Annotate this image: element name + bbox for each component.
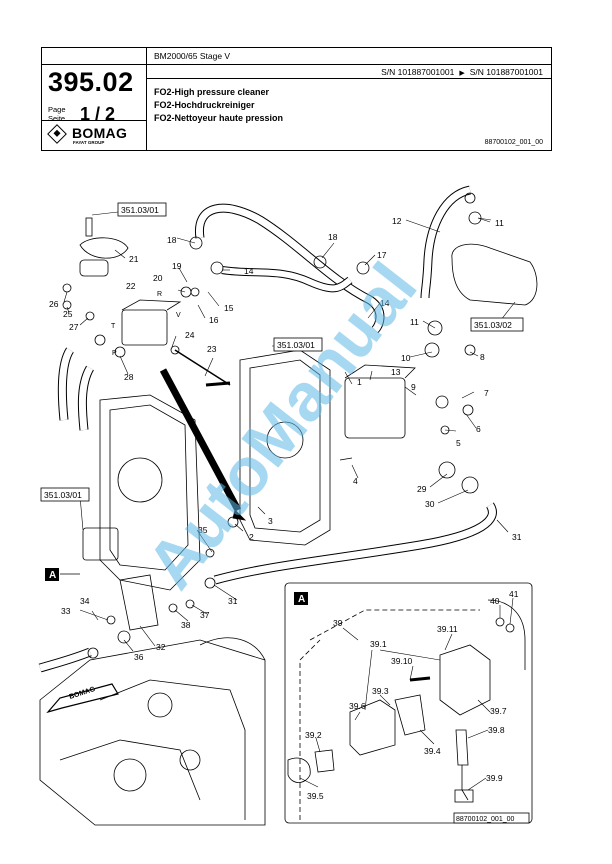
part-label: 12 <box>392 216 402 226</box>
part-label: 3 <box>268 516 273 526</box>
page-number: 1 / 2 <box>80 104 116 124</box>
part-label: 32 <box>156 642 166 652</box>
ref-351-03-01-top: 351.03/01 <box>121 205 159 215</box>
part-label: 36 <box>134 652 144 662</box>
port-label: R <box>157 291 162 298</box>
part-label: 39.7 <box>490 706 507 716</box>
part-label: 7 <box>484 388 489 398</box>
arrow-right-icon: ▶ <box>459 70 465 77</box>
detail-drawing-ref: 88700102_001_00 <box>456 816 515 823</box>
line-art <box>38 185 538 826</box>
part-label: 38 <box>181 620 191 630</box>
part-label: 13 <box>391 367 401 377</box>
part-label: 34 <box>80 596 90 606</box>
part-label: 17 <box>377 250 387 260</box>
header-divider <box>146 78 551 79</box>
part-label: 25 <box>63 309 73 319</box>
part-label: 39 <box>333 618 343 628</box>
part-label: 39.1 <box>370 639 387 649</box>
header-divider <box>42 64 551 65</box>
machine-tag: BOMAG <box>68 686 96 701</box>
part-label: 14 <box>244 266 254 276</box>
part-label: 39.5 <box>307 791 324 801</box>
detail-markers: A A <box>45 568 308 605</box>
part-label: 35 <box>198 525 208 535</box>
page-label-en: Seite <box>48 114 66 123</box>
part-label: 39.11 <box>437 624 458 634</box>
logo-brand: BOMAG <box>72 125 128 141</box>
part-label: 39.6 <box>349 701 366 711</box>
part-label: 37 <box>200 610 210 620</box>
part-label: 5 <box>456 438 461 448</box>
ref-351-03-02: 351.03/02 <box>474 320 512 330</box>
title-fr: FO2-Nettoyeur haute pression <box>154 113 284 123</box>
part-label: 39.10 <box>391 656 413 666</box>
detail-marker-a-box: A <box>298 594 305 605</box>
part-label: 18 <box>167 235 177 245</box>
part-label: 33 <box>61 606 71 616</box>
part-label: 39.2 <box>305 730 322 740</box>
header-divider <box>42 120 146 121</box>
model-name: BM2000/65 Stage V <box>154 51 231 61</box>
part-label: 41 <box>509 589 519 599</box>
part-label: 2 <box>249 532 254 542</box>
part-labels: 1 2 3 4 5 6 7 8 9 10 11 11 12 13 14 14 1… <box>49 216 522 801</box>
part-label: 9 <box>411 382 416 392</box>
ref-351-03-01-left: 351.03/01 <box>44 490 82 500</box>
part-label: 31 <box>512 532 522 542</box>
part-label: 10 <box>401 353 411 363</box>
part-label: 1 <box>357 377 362 387</box>
serial-range: S/N 101887001001 ▶ S/N 101887001001 <box>381 67 543 77</box>
part-label: 8 <box>480 352 485 362</box>
part-label: 30 <box>425 499 435 509</box>
part-label: 29 <box>417 484 427 494</box>
header-left-column <box>42 48 147 150</box>
part-label: 27 <box>69 322 79 332</box>
part-label: 28 <box>124 372 134 382</box>
part-label: 22 <box>126 281 136 291</box>
part-label: 39.4 <box>424 746 441 756</box>
part-label: 31 <box>228 596 238 606</box>
part-label: 39.9 <box>486 773 503 783</box>
title-en: FO2-High pressure cleaner <box>154 87 270 97</box>
port-label: T <box>111 323 116 330</box>
part-label: 26 <box>49 299 59 309</box>
page-label: Page Seite <box>48 105 66 123</box>
page-label-de: Page <box>48 105 66 114</box>
part-label: 6 <box>476 424 481 434</box>
detail-marker-a-main: A <box>49 570 56 581</box>
drawing-reference: 88700102_001_00 <box>484 139 543 146</box>
document-number: 395.02 <box>48 67 134 97</box>
part-label: 39.8 <box>488 725 505 735</box>
port-label: V <box>176 312 181 319</box>
part-label: 20 <box>153 273 163 283</box>
part-label: 15 <box>224 303 234 313</box>
logo-subtitle: FAYAT GROUP <box>73 140 105 145</box>
part-label: 11 <box>495 218 504 228</box>
part-label: 39.3 <box>372 686 389 696</box>
port-label: P <box>112 350 117 357</box>
bomag-logo: BOMAG FAYAT GROUP <box>47 124 140 146</box>
reference-boxes: 351.03/01 351.03/01 351.03/01 351.03/02 … <box>40 202 530 824</box>
part-titles: FO2-High pressure cleaner FO2-Hochdruckr… <box>154 86 283 125</box>
part-label: 19 <box>172 261 182 271</box>
part-label: 21 <box>129 254 139 264</box>
part-label: 4 <box>353 476 358 486</box>
part-label: 16 <box>209 315 219 325</box>
leader-lines <box>63 211 516 791</box>
part-label: 40 <box>490 596 500 606</box>
ref-351-03-01-middle: 351.03/01 <box>277 340 315 350</box>
header-table: 395.02 Page Seite 1 / 2 BOMAG FAYAT GROU… <box>41 47 552 151</box>
part-label: 24 <box>185 330 195 340</box>
serial-from: S/N 101887001001 <box>381 67 455 77</box>
serial-to: S/N 101887001001 <box>469 67 543 77</box>
part-label: 11 <box>410 317 419 327</box>
part-label: 23 <box>207 344 217 354</box>
machine-tag-brand: BOMAG <box>68 686 96 701</box>
part-label: 14 <box>380 298 390 308</box>
part-label: 18 <box>328 232 338 242</box>
title-de: FO2-Hochdruckreiniger <box>154 100 255 110</box>
